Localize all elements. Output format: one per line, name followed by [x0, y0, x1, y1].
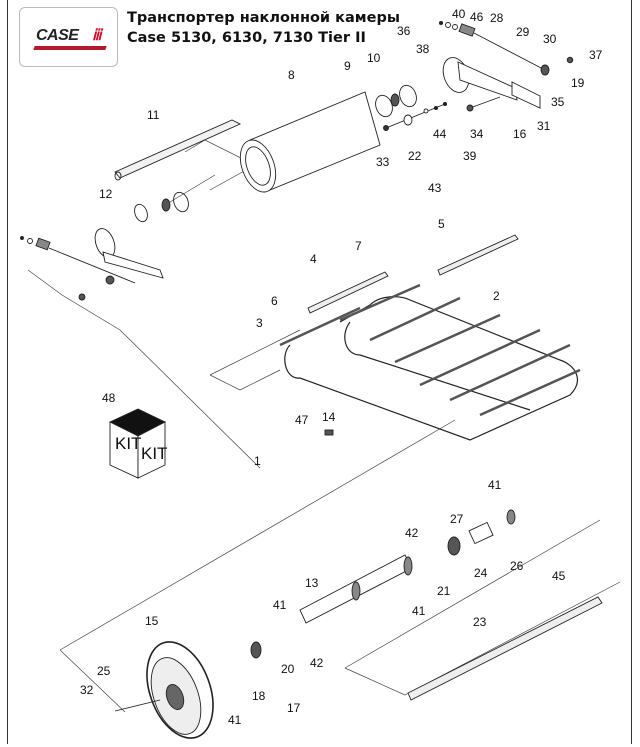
callout-37: 37 [589, 48, 603, 62]
callout-19: 19 [571, 76, 585, 90]
callout-34: 34 [470, 127, 484, 141]
callout-48: 48 [102, 391, 116, 405]
callout-27: 27 [450, 512, 464, 526]
callout-32: 32 [80, 683, 94, 697]
callout-5: 5 [438, 217, 445, 231]
kit-label-right: KIT [141, 444, 167, 463]
callout-40: 40 [452, 7, 466, 21]
callout-35: 35 [551, 95, 565, 109]
callout-36: 36 [397, 24, 411, 38]
bolt-group-33-22 [383, 101, 448, 131]
callout-38: 38 [416, 42, 430, 56]
callout-15: 15 [145, 614, 159, 628]
callout-43: 43 [428, 181, 442, 195]
callout-3: 3 [256, 316, 263, 330]
callout-14: 14 [322, 410, 336, 424]
callout-41a: 41 [273, 598, 287, 612]
callout-39: 39 [463, 149, 477, 163]
callout-18: 18 [252, 689, 266, 703]
callout-21: 21 [437, 584, 451, 598]
callout-30: 30 [543, 32, 557, 46]
callout-41b: 41 [228, 713, 242, 727]
callout-12: 12 [99, 187, 113, 201]
logo-text: CASE [36, 27, 79, 44]
shaft-13 [299, 509, 516, 624]
drum-8 [239, 91, 381, 193]
callout-41c: 41 [412, 604, 426, 618]
callout-4: 4 [310, 252, 317, 266]
callout-47: 47 [295, 413, 309, 427]
callout-17: 17 [287, 701, 301, 715]
slat-4 [307, 271, 389, 314]
title-line-1: Транспортер наклонной камеры [127, 10, 400, 26]
callout-46: 46 [470, 10, 484, 24]
slat-11 [114, 119, 242, 181]
callout-28: 28 [490, 11, 504, 25]
conveyor-chain-assembly [279, 283, 581, 441]
part-14-bracket [324, 429, 334, 436]
callout-42b: 42 [310, 656, 324, 670]
callout-20: 20 [281, 662, 295, 676]
callout-9: 9 [344, 59, 351, 73]
logo-mark: ⅲ [92, 27, 102, 44]
kit-box-48 [108, 408, 167, 479]
left-tensioner-assembly [20, 191, 189, 301]
callout-1: 1 [254, 454, 261, 468]
slat-5 [437, 234, 519, 276]
callout-11: 11 [147, 108, 160, 122]
callout-22: 22 [408, 149, 422, 163]
callout-13: 13 [305, 576, 319, 590]
callout-24: 24 [474, 566, 488, 580]
right-tensioner-assembly [438, 20, 574, 112]
callout-45: 45 [552, 569, 566, 583]
callout-25: 25 [97, 664, 111, 678]
callout-16: 16 [513, 127, 527, 141]
callout-41d: 41 [488, 478, 502, 492]
callout-2: 2 [493, 289, 500, 303]
callout-31: 31 [537, 119, 551, 133]
callout-7: 7 [355, 239, 362, 253]
callout-29: 29 [516, 25, 530, 39]
rod-23 [407, 596, 603, 701]
callout-6: 6 [271, 294, 278, 308]
callout-33: 33 [376, 155, 390, 169]
pulley-15 [114, 641, 262, 739]
title-line-2: Case 5130, 6130, 7130 Tier II [127, 30, 366, 46]
callout-26: 26 [510, 559, 524, 573]
case-ih-logo: CASE ⅲ [19, 7, 118, 67]
kit-label-left: KIT [115, 434, 141, 453]
callout-10: 10 [367, 51, 381, 65]
bearing-group-9-10 [375, 84, 417, 118]
callout-23: 23 [473, 615, 487, 629]
callout-44: 44 [433, 127, 447, 141]
callout-8: 8 [288, 68, 295, 82]
page-title: Транспортер наклонной камеры Case 5130, … [127, 8, 400, 48]
callout-42a: 42 [405, 526, 419, 540]
page-frame [7, 0, 632, 744]
